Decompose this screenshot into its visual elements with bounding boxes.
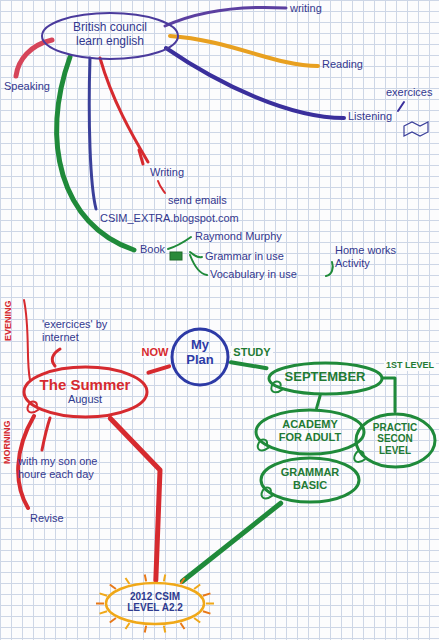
vertical-label: EVENING xyxy=(3,300,13,341)
branch-label: Raymond Murphy xyxy=(195,230,282,243)
sun-ray xyxy=(100,593,108,595)
sun-ray xyxy=(145,625,146,632)
branch-line xyxy=(165,7,286,26)
book-icon xyxy=(170,252,182,260)
sun-ray xyxy=(110,584,116,588)
course-loop: GRAMMAR BASIC xyxy=(261,458,359,502)
node-text: August xyxy=(34,393,137,406)
branch-connector xyxy=(148,366,169,372)
branch-label: 'exercices' by internet xyxy=(42,318,112,343)
sun-ray xyxy=(126,622,130,628)
branch-label: send emails xyxy=(168,194,227,207)
swirl-line xyxy=(24,300,30,380)
branch-line xyxy=(100,58,148,162)
sun-ray xyxy=(181,622,185,628)
branch-connector xyxy=(110,418,160,580)
ellipse-outline xyxy=(261,458,359,502)
node-text: The Summer xyxy=(34,376,137,393)
branch-connector xyxy=(182,503,280,581)
sun-ray xyxy=(96,602,104,604)
node-text: PRACTIC SECON LEVEL xyxy=(368,422,423,457)
loop-curl xyxy=(354,451,365,462)
branch-line xyxy=(326,262,333,276)
branch-line xyxy=(190,252,202,257)
sun-ray xyxy=(164,574,165,581)
month-loop: SEPTEMBER xyxy=(269,363,382,394)
branch-label: NOW xyxy=(140,346,171,358)
branch-line xyxy=(89,58,96,209)
sun-ray xyxy=(164,625,165,632)
sun-ray xyxy=(126,577,130,583)
branch-label: writing xyxy=(290,2,322,15)
node-text: My Plan xyxy=(180,338,220,368)
branch-label: Writing xyxy=(150,166,184,179)
branch-label: Reading xyxy=(322,58,363,71)
branch-line xyxy=(398,102,404,111)
ellipse-outline xyxy=(256,410,364,454)
vertical-label: MORNING xyxy=(2,420,12,464)
loop-curl xyxy=(271,381,282,392)
branch-line xyxy=(52,349,60,366)
open-book-icon xyxy=(404,122,428,136)
goal-sun: 2012 CSIM LEVEL A2.2 xyxy=(106,583,204,624)
sun-ray xyxy=(203,611,211,613)
branch-connector xyxy=(317,395,321,408)
sun-ray xyxy=(194,584,200,588)
branch-connector xyxy=(384,378,396,412)
branch-label: Speaking xyxy=(4,80,50,93)
branch-line xyxy=(170,36,318,66)
ellipse-outline xyxy=(42,13,178,59)
summer-loop: The SummerAugust xyxy=(24,367,147,417)
branch-label: STUDY xyxy=(231,346,272,358)
branch-line xyxy=(166,48,344,118)
branch-label: with my son one houre each day xyxy=(18,455,113,480)
ellipse-outline xyxy=(106,583,204,624)
branch-label: Book xyxy=(140,243,165,256)
sun-ray xyxy=(206,602,214,604)
branch-label: Revise xyxy=(30,512,64,525)
sun-ray xyxy=(145,574,146,581)
level-loop: PRACTIC SECON LEVEL xyxy=(356,414,435,467)
branch-label: Listening xyxy=(348,110,392,123)
center-circle: My Plan xyxy=(171,328,229,386)
branch-label: Grammar in use xyxy=(205,250,284,263)
central-cloud: British council learn english xyxy=(42,13,178,59)
branch-label: CSIM_EXTRA.blogspot.com xyxy=(100,212,239,225)
node-text: GRAMMAR BASIC xyxy=(275,466,345,491)
loop-curl xyxy=(27,402,38,413)
sun-ray xyxy=(194,617,200,621)
node-text: ACADEMY FOR ADULT xyxy=(270,418,350,443)
ellipse-outline xyxy=(24,367,147,417)
circle-outline xyxy=(172,329,228,385)
loop-curl xyxy=(258,440,269,451)
sun-ray xyxy=(181,577,185,583)
branch-line xyxy=(158,181,165,193)
node-text: British council learn english xyxy=(60,21,160,49)
course-loop: ACADEMY FOR ADULT xyxy=(256,410,364,454)
branch-label: Vocabulary in use xyxy=(210,268,297,281)
branch-label: 1ST LEVEL xyxy=(384,361,436,371)
branch-line xyxy=(168,237,191,249)
sun-ray xyxy=(110,617,116,621)
ellipse-outline xyxy=(356,414,435,467)
node-text: 2012 CSIM LEVEL A2.2 xyxy=(120,591,190,614)
node-text: SEPTEMBER xyxy=(279,370,372,385)
pencil-icon xyxy=(139,150,143,164)
branch-line xyxy=(42,418,50,450)
sun-ray xyxy=(100,611,108,613)
branch-connector xyxy=(231,362,267,368)
branch-line xyxy=(190,255,207,275)
ellipse-outline xyxy=(269,363,382,394)
branch-label: exercices xyxy=(386,86,432,99)
loop-curl xyxy=(261,488,272,499)
sun-ray xyxy=(203,593,211,595)
branch-label: Home works Activity xyxy=(335,244,415,269)
